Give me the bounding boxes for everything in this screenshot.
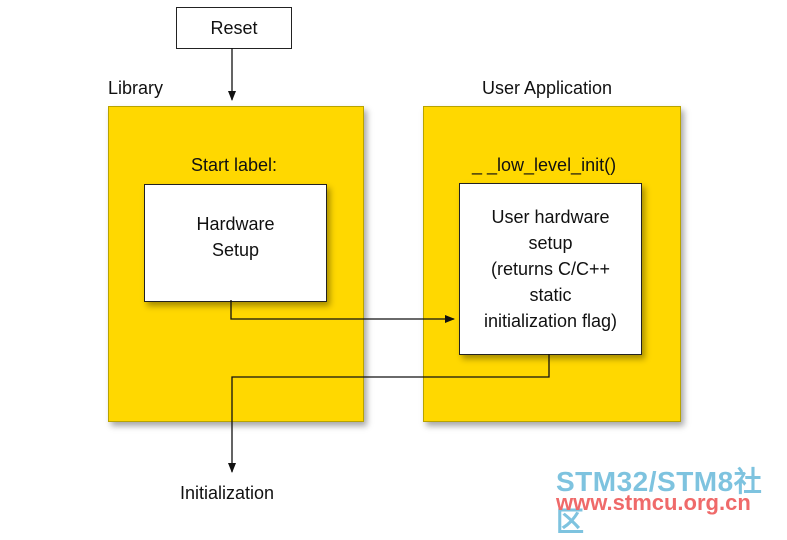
- watermark-line-1: STM32/STM8社区: [556, 466, 763, 537]
- user-application-title: User Application: [482, 78, 613, 98]
- library-title: Library: [108, 78, 164, 98]
- watermark-line-2: www.stmcu.org.cn: [556, 490, 751, 515]
- user-setup-line-5: initialization flag): [483, 311, 618, 331]
- hardware-setup-line-2: Setup: [211, 240, 260, 260]
- low-level-init-label: _ _low_level_init(): [472, 155, 617, 175]
- user-setup-line-4: static: [529, 285, 572, 305]
- user-setup-line-1: User hardware: [491, 207, 610, 227]
- user-setup-line-2: setup: [528, 233, 573, 253]
- start-label: Start label:: [191, 155, 278, 175]
- library-container: Start label: Hardware Setup: [108, 106, 364, 422]
- user-setup-to-initialization-arrow: [228, 354, 550, 473]
- user-setup-line-3: (returns C/C++: [490, 259, 611, 279]
- hardware-to-user-setup-arrow: [230, 300, 455, 323]
- reset-label: Reset: [210, 18, 258, 38]
- initialization-label: Initialization: [180, 483, 275, 503]
- hardware-setup-box: Hardware Setup: [144, 184, 327, 302]
- user-application-container: _ _low_level_init() User hardware setup …: [423, 106, 681, 422]
- reset-box: Reset: [176, 7, 292, 49]
- user-hardware-setup-box: User hardware setup (returns C/C++ stati…: [459, 183, 642, 355]
- connector-layer: [228, 48, 550, 473]
- hardware-setup-line-1: Hardware: [196, 214, 275, 234]
